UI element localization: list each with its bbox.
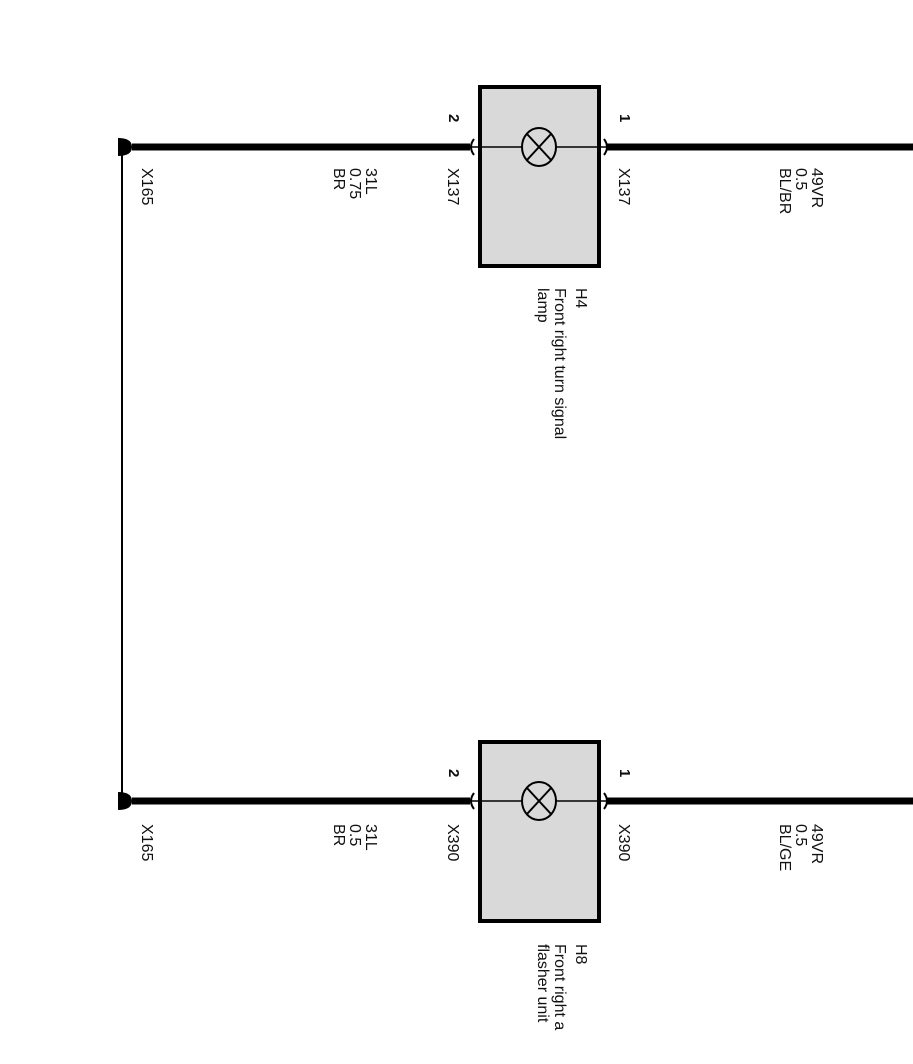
connector-label: X390: [444, 824, 461, 861]
svg-text:BR: BR: [330, 824, 347, 846]
svg-text:H4: H4: [572, 288, 589, 309]
connector-label: X137: [444, 168, 461, 205]
ground-terminal-icon: [118, 138, 132, 156]
lamp-icon: [521, 127, 557, 167]
svg-text:lamp: lamp: [534, 288, 551, 323]
connector-pin-1-icon: [603, 138, 608, 156]
feed-wire-label: 49VR 0.5 BL/GE: [776, 824, 825, 871]
pin-2-label: 2: [445, 769, 462, 777]
lamp-icon: [521, 781, 557, 821]
component-label: H4 Front right turn signal lamp: [534, 288, 589, 439]
connector-label: X390: [615, 824, 632, 861]
component-box: [478, 740, 601, 923]
ground-terminal-icon: [118, 792, 132, 810]
circuit-h8: 2 1 X390 X390 X165 31L 0.5 BR 49VR 0.5 B…: [118, 740, 913, 1030]
svg-text:Front right a: Front right a: [551, 944, 568, 1030]
svg-text:31L: 31L: [362, 824, 379, 851]
svg-text:0.75: 0.75: [346, 168, 363, 199]
svg-text:0.5: 0.5: [346, 824, 363, 846]
pin-1-label: 1: [616, 114, 633, 122]
svg-text:31L: 31L: [362, 168, 379, 195]
pin-1-label: 1: [616, 769, 633, 777]
connector-label: X137: [615, 168, 632, 205]
ground-point-label: X165: [138, 824, 155, 861]
ground-wire-label: 31L 0.75 BR: [330, 168, 379, 199]
svg-text:Front right turn signal: Front right turn signal: [551, 288, 568, 439]
component-box: [478, 85, 601, 268]
svg-text:BL/BR: BL/BR: [776, 168, 793, 214]
connector-pin-2-icon: [470, 138, 475, 156]
svg-text:BR: BR: [330, 168, 347, 190]
ground-point-label: X165: [138, 168, 155, 205]
svg-text:49VR: 49VR: [808, 824, 825, 864]
svg-text:BL/GE: BL/GE: [776, 824, 793, 871]
svg-text:H8: H8: [572, 944, 589, 965]
svg-text:0.5: 0.5: [792, 168, 809, 190]
ground-wire-label: 31L 0.5 BR: [330, 824, 379, 851]
component-label: H8 Front right a flasher unit: [534, 944, 589, 1030]
svg-text:flasher unit: flasher unit: [534, 944, 551, 1023]
feed-wire-label: 49VR 0.5 BL/BR: [776, 168, 825, 214]
connector-pin-2-icon: [470, 792, 475, 810]
connector-pin-1-icon: [603, 792, 608, 810]
circuit-h4: 2 1 X137 X137 X165 31L 0.75 BR 49VR 0.5 …: [118, 85, 913, 439]
pin-2-label: 2: [445, 114, 462, 122]
svg-text:49VR: 49VR: [808, 168, 825, 208]
svg-text:0.5: 0.5: [792, 824, 809, 846]
